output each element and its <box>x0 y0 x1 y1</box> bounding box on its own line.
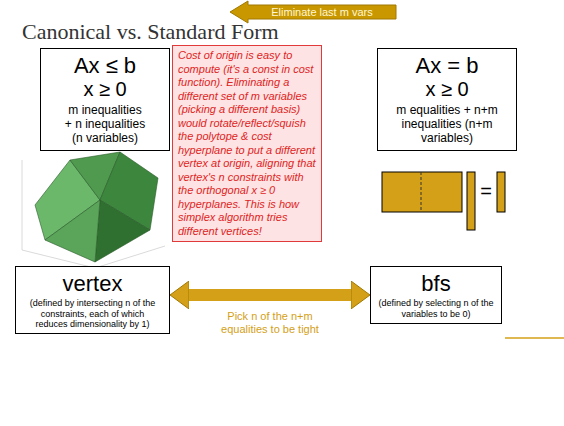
vector-x <box>467 172 475 230</box>
note-callout: Cost of origin is easy to compute (it's … <box>172 45 322 242</box>
box-heading: Ax ≤ b <box>46 53 164 78</box>
box-text: x ≥ 0 <box>46 78 164 101</box>
slide-title: Canonical vs. Standard Form <box>22 20 279 44</box>
box-text: m inequalities + n inequalities (n varia… <box>64 104 146 145</box>
box-text: m equalities + n+m inequalities (n+m var… <box>396 104 498 145</box>
axis-line <box>22 160 23 250</box>
matrix-figure <box>382 172 505 230</box>
double-arrow <box>189 289 351 301</box>
box-heading: Ax = b <box>383 53 511 78</box>
matrix-divider <box>421 172 422 212</box>
edge-label: Pick n of the n+m equalities to be tight <box>209 310 331 336</box>
polytope-figure <box>22 152 165 268</box>
box-text: x ≥ 0 <box>383 78 511 101</box>
box-heading: vertex <box>21 271 164 296</box>
arrow-label: Eliminate last m vars <box>271 6 372 18</box>
vertex-box: vertex(defined by intersecting n of the … <box>15 266 170 334</box>
box-text: (defined by selecting n of the variables… <box>376 298 496 319</box>
box-heading: bfs <box>376 271 496 296</box>
matrix-block <box>382 172 462 212</box>
box-text: (defined by intersecting n of the constr… <box>24 298 161 329</box>
polytope-face <box>95 200 150 262</box>
equals-sign: = <box>480 180 492 202</box>
standard-box: Ax = bx ≥ 0 m equalities + n+m inequaliti… <box>377 48 517 151</box>
canonical-box: Ax ≤ bx ≥ 0 m inequalities + n inequaliti… <box>40 48 170 151</box>
bfs-box: bfs(defined by selecting n of the variab… <box>370 266 502 324</box>
box-heading: Cost of origin is easy to compute (it's … <box>178 49 316 238</box>
vector-b <box>497 172 505 212</box>
slide-rule <box>505 337 564 339</box>
polytope-face <box>45 200 100 262</box>
